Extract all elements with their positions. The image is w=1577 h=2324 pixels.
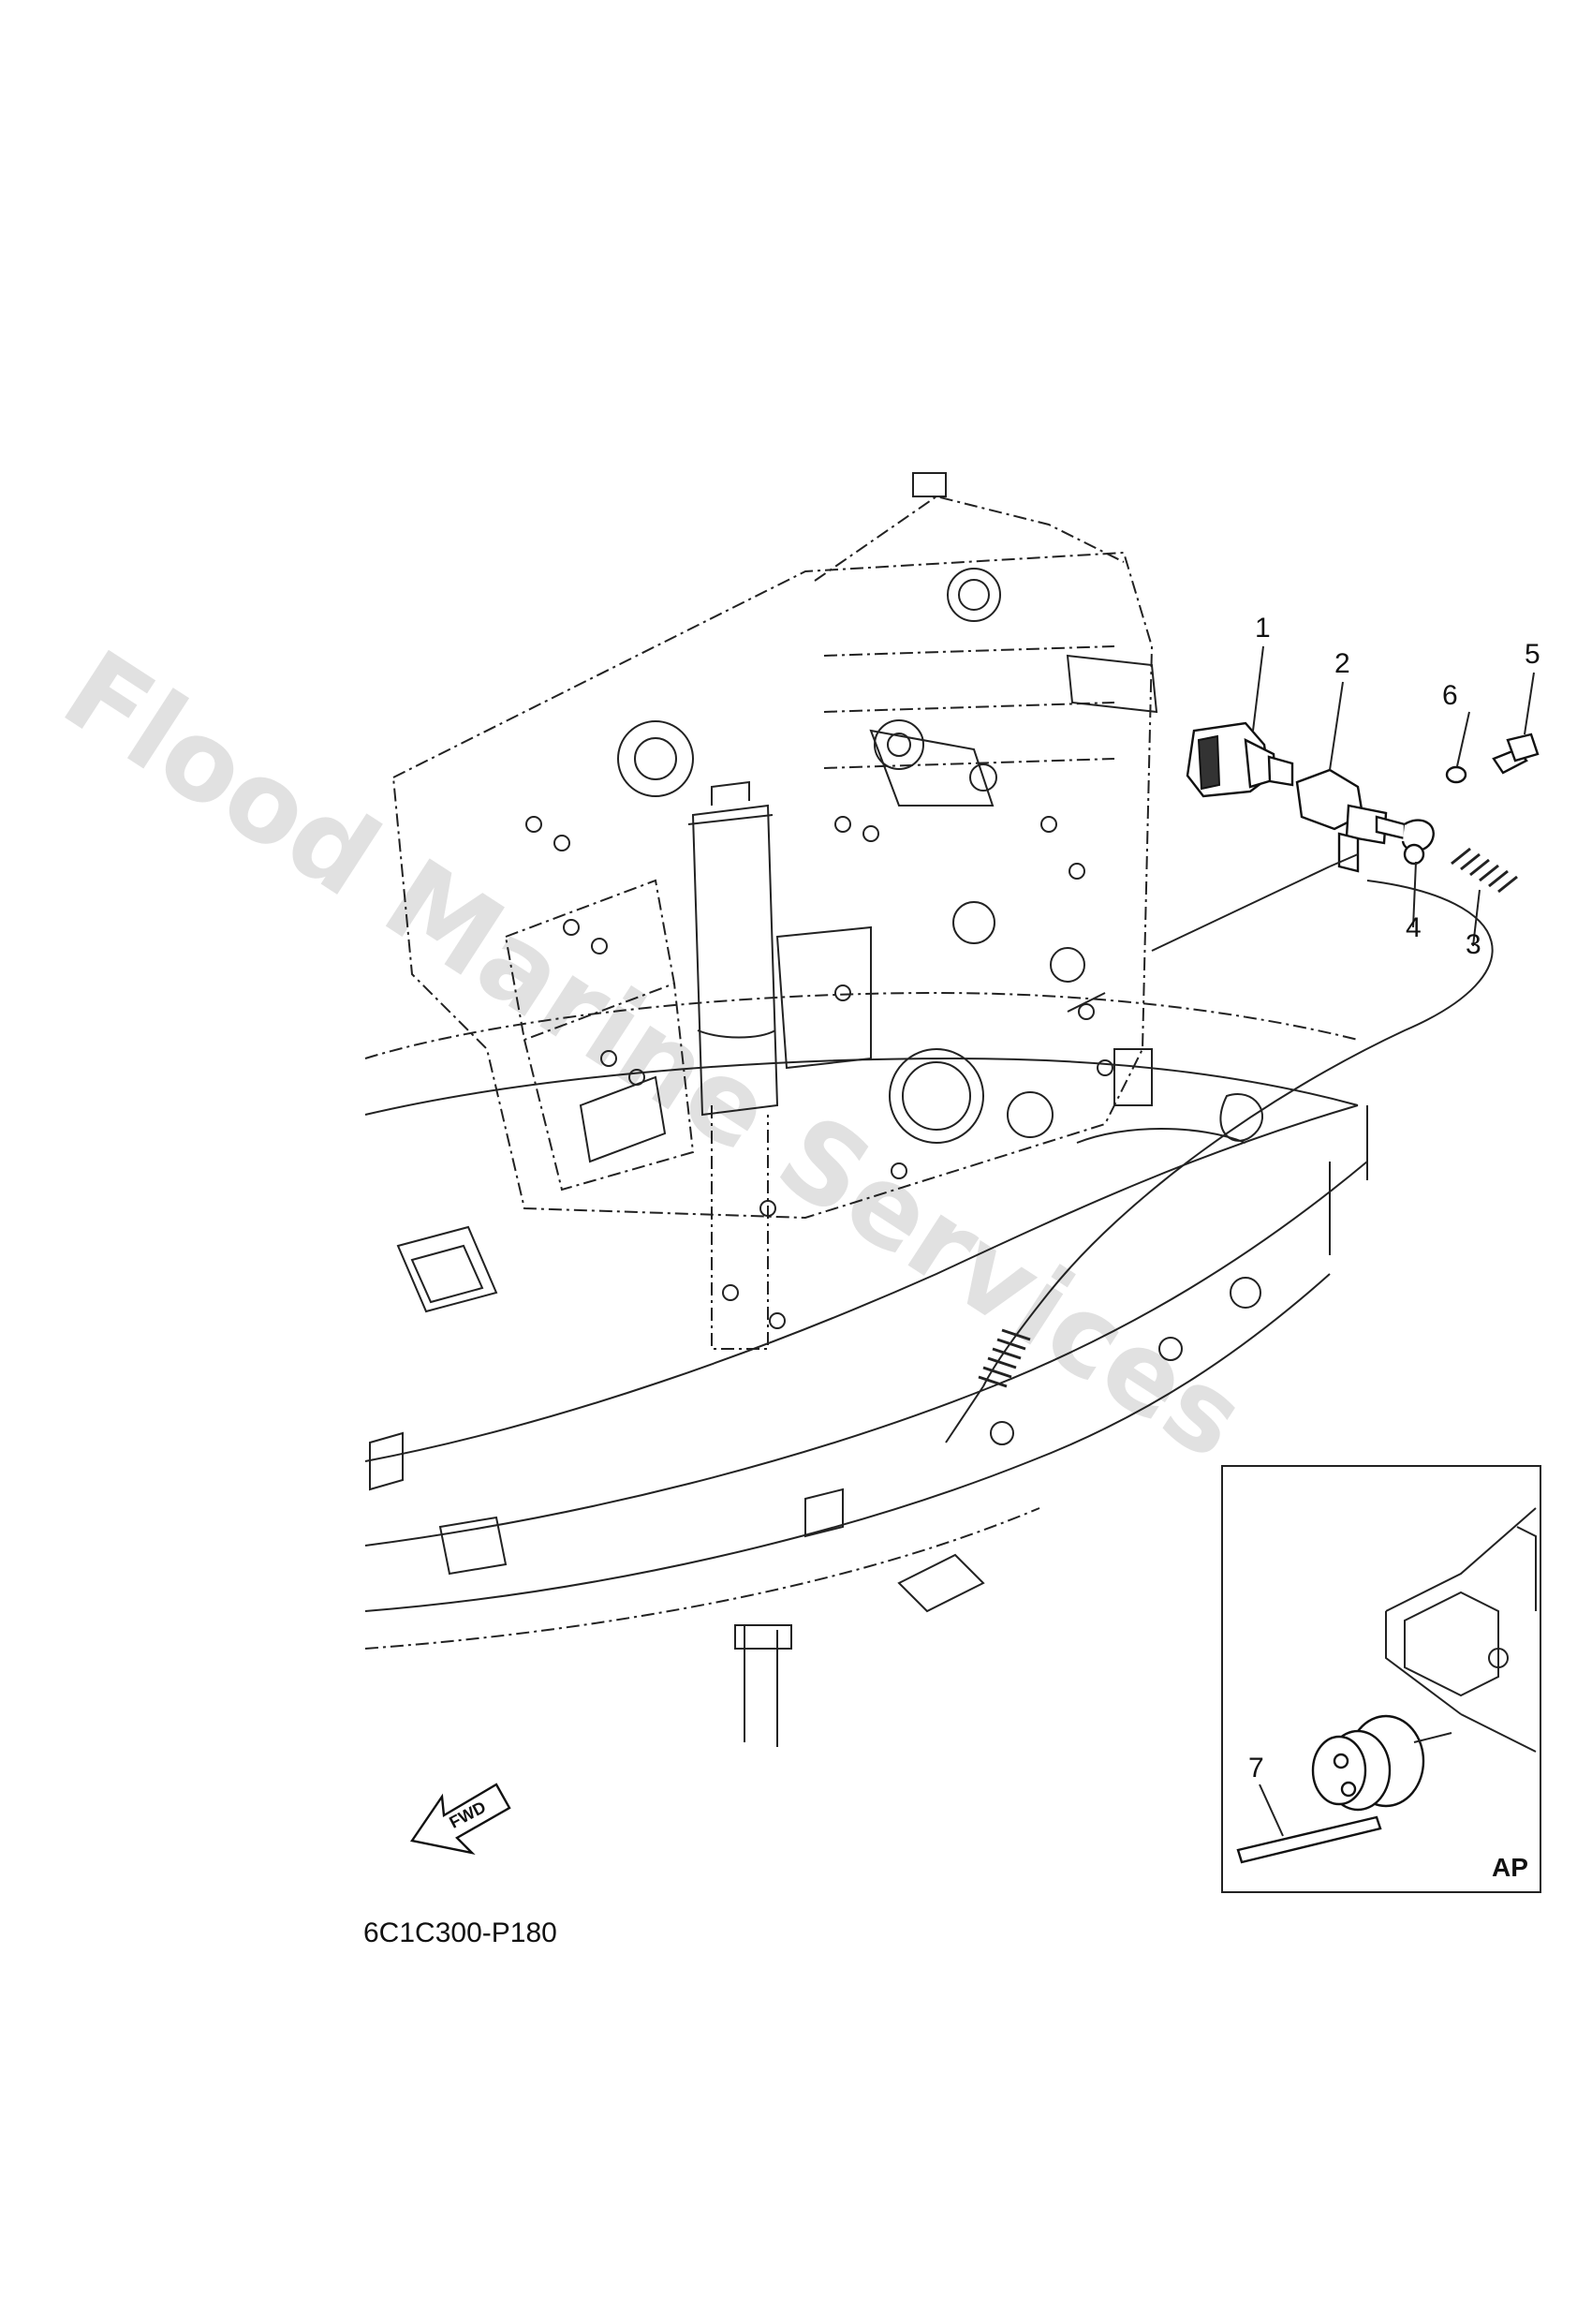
callout-5: 5 xyxy=(1525,639,1540,670)
part-2-sensor-holder xyxy=(1295,768,1407,873)
part-1-sensor xyxy=(1186,721,1294,798)
engine-block-drawing xyxy=(391,472,1158,1350)
callout-1: 1 xyxy=(1255,613,1271,644)
part-6-washer xyxy=(1445,765,1467,784)
fwd-arrow-icon: FWD xyxy=(409,1783,511,1855)
lead-wire xyxy=(945,866,1494,1443)
callout-3: 3 xyxy=(1466,929,1481,960)
part-7-grommet xyxy=(1311,1714,1452,1812)
inset-label: AP xyxy=(1492,1853,1528,1882)
watermark-text: Flood Marine Services xyxy=(42,626,1267,1485)
part-3-spring xyxy=(1451,847,1518,894)
bottom-cowling-drawing xyxy=(364,991,1368,1747)
part-5-bolt xyxy=(1492,733,1540,775)
callout-4: 4 xyxy=(1406,912,1422,943)
callout-7: 7 xyxy=(1248,1753,1264,1784)
inset-detail-box: 7 AP xyxy=(1221,1465,1541,1893)
callout-6: 6 xyxy=(1442,680,1458,711)
callout-leaders xyxy=(1252,645,1535,947)
lower-spring xyxy=(978,1328,1031,1388)
diagram-code: 6C1C300-P180 xyxy=(363,1917,557,1948)
callout-2: 2 xyxy=(1334,648,1350,679)
part-4-clip xyxy=(1401,819,1435,866)
watermark: Flood Marine Services xyxy=(42,626,1267,1485)
